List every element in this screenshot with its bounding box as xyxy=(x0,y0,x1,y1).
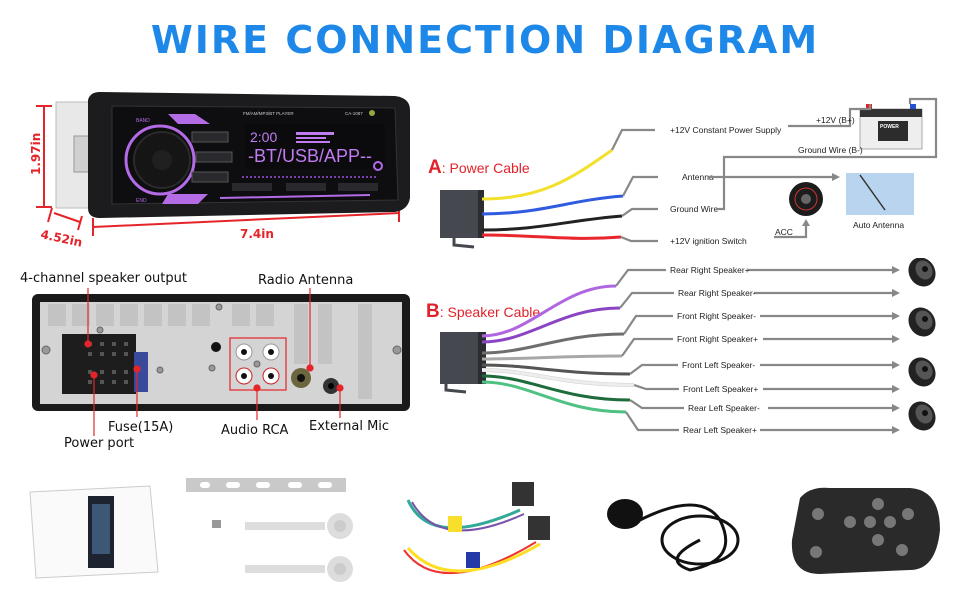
power-button-icon xyxy=(162,194,208,204)
power-wire xyxy=(481,148,613,201)
label-radio-antenna: Radio Antenna xyxy=(258,273,353,288)
dimension-depth-label: 4.52in xyxy=(39,227,83,249)
speaker-wire-label: Rear Right Speaker- xyxy=(678,288,756,298)
acc-label: ACC xyxy=(775,227,793,237)
user-manual-image xyxy=(29,485,159,579)
arrow-icon xyxy=(892,289,900,297)
speaker-wire xyxy=(481,368,635,387)
speaker-wire-label: Front Right Speaker+ xyxy=(677,334,758,344)
dimension-height-label: 1.97in xyxy=(29,133,43,175)
power-wire-label: Antenna xyxy=(682,172,714,182)
head-unit-front: 1.97in 4.52in 7.4in BAND END FM/AM/MP3/B… xyxy=(29,92,410,250)
mounting-bracket-image xyxy=(186,478,346,492)
power-wire xyxy=(481,194,624,216)
speaker-wire xyxy=(481,332,625,355)
speaker-wire-label: Front Left Speaker+ xyxy=(683,384,758,394)
display-time: 2:00 xyxy=(250,129,277,145)
svg-text:END: END xyxy=(136,198,147,204)
arrow-icon xyxy=(892,385,900,393)
speaker-wire xyxy=(481,306,621,344)
battery-ground-label: Ground Wire (B-) xyxy=(798,145,863,155)
dimension-depth: 4.52in xyxy=(39,207,84,250)
speaker-wire-label: Rear Left Speaker+ xyxy=(683,425,757,435)
speaker-cable-diagram: B: Speaker Cable Rear Right Speaker+ Rear… xyxy=(426,258,936,435)
speaker-icon xyxy=(908,401,936,431)
auto-antenna-icon xyxy=(846,173,914,215)
arrow-icon xyxy=(892,426,900,434)
power-wire xyxy=(481,214,623,232)
brand-line: FM/AM/MP3/BT PLAYER xyxy=(243,111,294,116)
speaker-wire xyxy=(481,363,631,376)
speaker-wire-label: Rear Left Speaker- xyxy=(688,403,760,413)
speaker-power-connector xyxy=(62,334,136,394)
accessories-row xyxy=(29,478,940,582)
battery-icon: POWER xyxy=(859,104,923,150)
label-power-port: Power port xyxy=(64,436,134,451)
power-cable-title: A: Power Cable xyxy=(428,157,530,178)
label-audio-rca: Audio RCA xyxy=(221,423,289,438)
remote-control-image xyxy=(791,487,940,574)
power-wire-label: +12V ignition Switch xyxy=(670,236,747,246)
speaker-wire-label: Front Left Speaker- xyxy=(682,360,755,370)
arrow-icon xyxy=(892,335,900,343)
svg-text:POWER: POWER xyxy=(880,124,899,130)
speaker-icon xyxy=(908,307,936,337)
speaker-wire-label: Front Right Speaker- xyxy=(677,311,756,321)
power-wires xyxy=(481,148,624,240)
power-connector xyxy=(440,190,480,238)
power-wire-label: +12V Constant Power Supply xyxy=(670,125,782,135)
removal-keys-image xyxy=(212,513,353,582)
svg-text:BAND: BAND xyxy=(136,118,150,124)
arrow-icon xyxy=(892,361,900,369)
speaker-icon xyxy=(908,357,936,387)
speaker-connector xyxy=(440,332,482,384)
speaker-wire xyxy=(481,374,631,402)
display-source: -BT/USB/APP-- xyxy=(248,146,372,166)
dimension-height: 1.97in xyxy=(29,105,52,208)
menu-button-icon xyxy=(168,114,210,124)
speaker-wire xyxy=(481,380,627,414)
speaker-wires xyxy=(481,284,635,414)
page-title: WIRE CONNECTION DIAGRAM xyxy=(150,18,820,62)
arrow-icon xyxy=(892,404,900,412)
power-wire xyxy=(481,233,622,240)
speaker-wire xyxy=(481,354,623,361)
label-speaker-output: 4-channel speaker output xyxy=(20,271,187,286)
speaker-cable-title: B: Speaker Cable xyxy=(426,301,540,322)
power-wire-label: Ground Wire xyxy=(670,204,718,214)
arrow-icon xyxy=(892,312,900,320)
speaker-wire-label: Rear Right Speaker+ xyxy=(670,265,750,275)
dimension-width-label: 7.4in xyxy=(240,227,274,241)
wiring-harness-image xyxy=(403,482,550,575)
head-unit-rear: 4-channel speaker output Radio Antenna xyxy=(20,271,410,451)
model-number: CA-1087 xyxy=(345,111,363,116)
arrow-icon xyxy=(892,266,900,274)
battery-positive-label: +12V (B+) xyxy=(816,115,855,125)
ignition-switch-icon xyxy=(789,182,823,216)
auto-antenna-label: Auto Antenna xyxy=(853,220,904,230)
power-cable-diagram: A: Power Cable +12V Constant Power Suppl… xyxy=(428,97,938,249)
speaker-wire xyxy=(481,284,617,338)
label-external-mic: External Mic xyxy=(309,419,389,434)
external-microphone-image xyxy=(607,499,740,572)
label-fuse: Fuse(15A) xyxy=(108,420,173,435)
speaker-icon xyxy=(908,258,936,287)
